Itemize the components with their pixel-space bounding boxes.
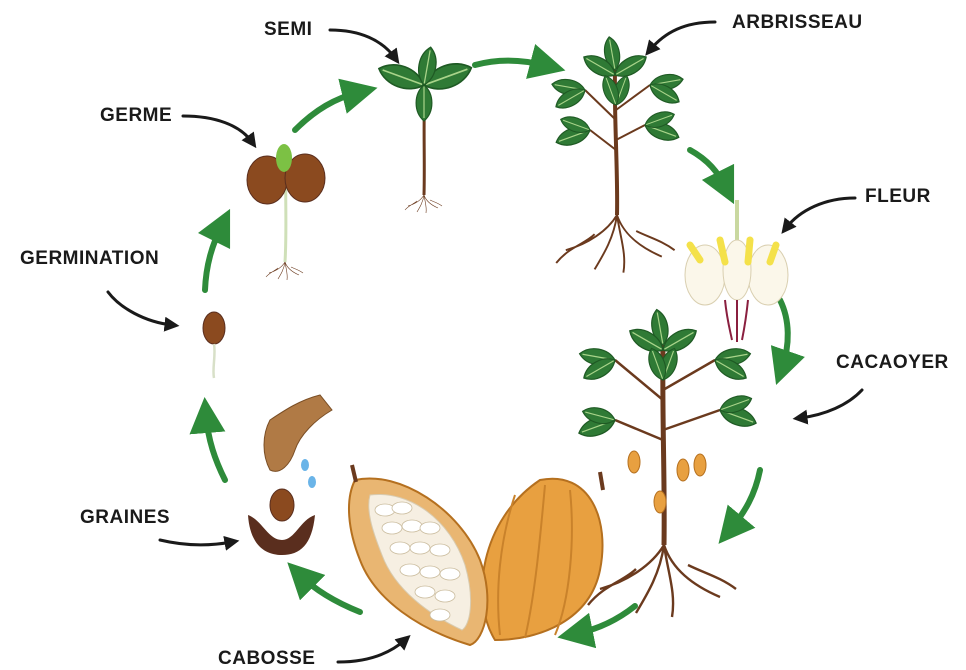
pointer-arrow-germination bbox=[108, 292, 172, 325]
water-drop bbox=[301, 459, 309, 471]
cycle-arrow-germination-to-germe bbox=[205, 225, 222, 290]
cycle-arrow-graines-to-germination bbox=[206, 415, 225, 480]
cycle-arrow-cacaoyer-to-cabosse bbox=[730, 470, 760, 530]
label-semi: SEMI bbox=[264, 19, 312, 41]
cocoa-tree-illustration bbox=[576, 308, 759, 617]
pointer-arrow-graines bbox=[160, 540, 232, 545]
pointer-arrow-cacaoyer bbox=[800, 390, 862, 418]
label-fleur: FLEUR bbox=[865, 186, 931, 208]
tree-pod bbox=[628, 451, 640, 473]
pointer-arrow-germe bbox=[183, 116, 252, 142]
planting-seed-illustration bbox=[248, 395, 332, 555]
tree-pod bbox=[654, 491, 666, 513]
tree-pod bbox=[694, 454, 706, 476]
cycle-arrow-germe-to-semi bbox=[295, 92, 360, 130]
flower-illustration bbox=[685, 200, 788, 342]
young-tree-illustration bbox=[551, 36, 685, 273]
cycle-arrow-semi-to-arbrisseau bbox=[475, 61, 548, 66]
tree-pod bbox=[677, 459, 689, 481]
pointer-arrow-arbrisseau bbox=[650, 22, 715, 50]
cocoa-pod-illustration bbox=[349, 465, 603, 645]
sprout-illustration bbox=[247, 144, 325, 280]
cycle-arrow-arbrisseau-to-fleur bbox=[690, 150, 726, 188]
germinating-seed-illustration bbox=[203, 312, 225, 378]
label-graines: GRAINES bbox=[80, 507, 170, 529]
label-arbrisseau: ARBRISSEAU bbox=[732, 12, 863, 34]
label-cabosse: CABOSSE bbox=[218, 648, 315, 670]
pointer-arrow-fleur bbox=[786, 198, 855, 228]
cycle-arrow-cabosse-in bbox=[575, 606, 635, 634]
cycle-arrow-fleur-to-cacaoyer bbox=[780, 300, 788, 368]
label-germe: GERME bbox=[100, 105, 172, 127]
label-cacaoyer: CACAOYER bbox=[836, 352, 949, 374]
cycle-arrow-cabosse-to-graines bbox=[300, 575, 360, 612]
pointer-arrow-cabosse bbox=[338, 640, 405, 662]
label-germination: GERMINATION bbox=[20, 248, 159, 270]
water-drop bbox=[308, 476, 316, 488]
pointer-arrow-semi bbox=[330, 30, 395, 58]
seedling-illustration bbox=[375, 46, 475, 213]
